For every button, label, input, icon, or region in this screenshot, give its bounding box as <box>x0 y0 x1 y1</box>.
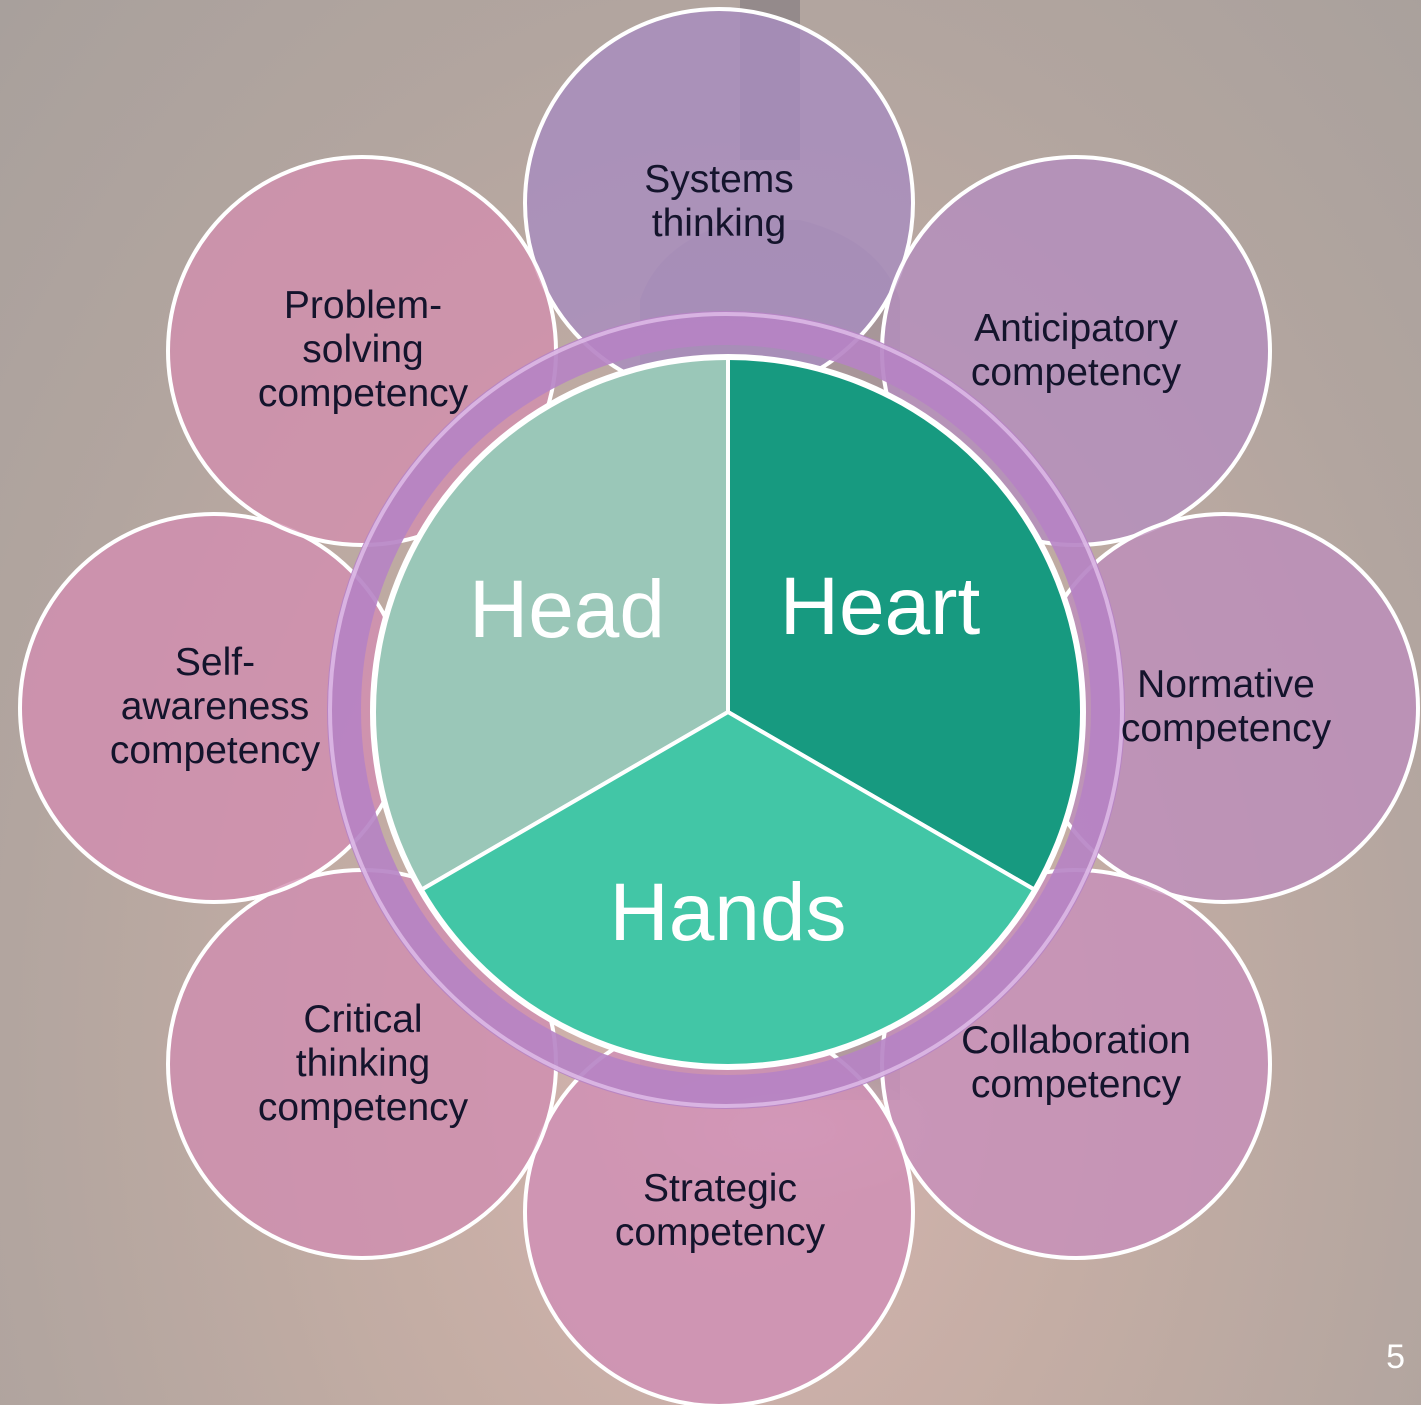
label-head: Head <box>468 564 666 655</box>
label-heart: Heart <box>779 561 981 652</box>
slide-number: 5 <box>1386 1338 1405 1376</box>
label-anticipatory: Anticipatory competency <box>970 307 1182 394</box>
label-self-awareness: Self-awareness competency <box>109 641 321 772</box>
core-pie <box>370 354 1086 1070</box>
label-problem-solving: Problem-solving competency <box>257 284 469 415</box>
label-hands: Hands <box>609 867 847 958</box>
core-ring-highlight <box>328 312 1124 1108</box>
core-ring <box>327 311 1125 1109</box>
label-critical-thinking: Critical thinking competency <box>257 998 469 1129</box>
label-systems-thinking: Systems thinking <box>644 158 794 245</box>
label-collaboration: Collaboration competency <box>961 1019 1191 1106</box>
label-strategic: Strategic competency <box>614 1167 826 1254</box>
label-normative: Normative competency <box>1120 663 1332 750</box>
